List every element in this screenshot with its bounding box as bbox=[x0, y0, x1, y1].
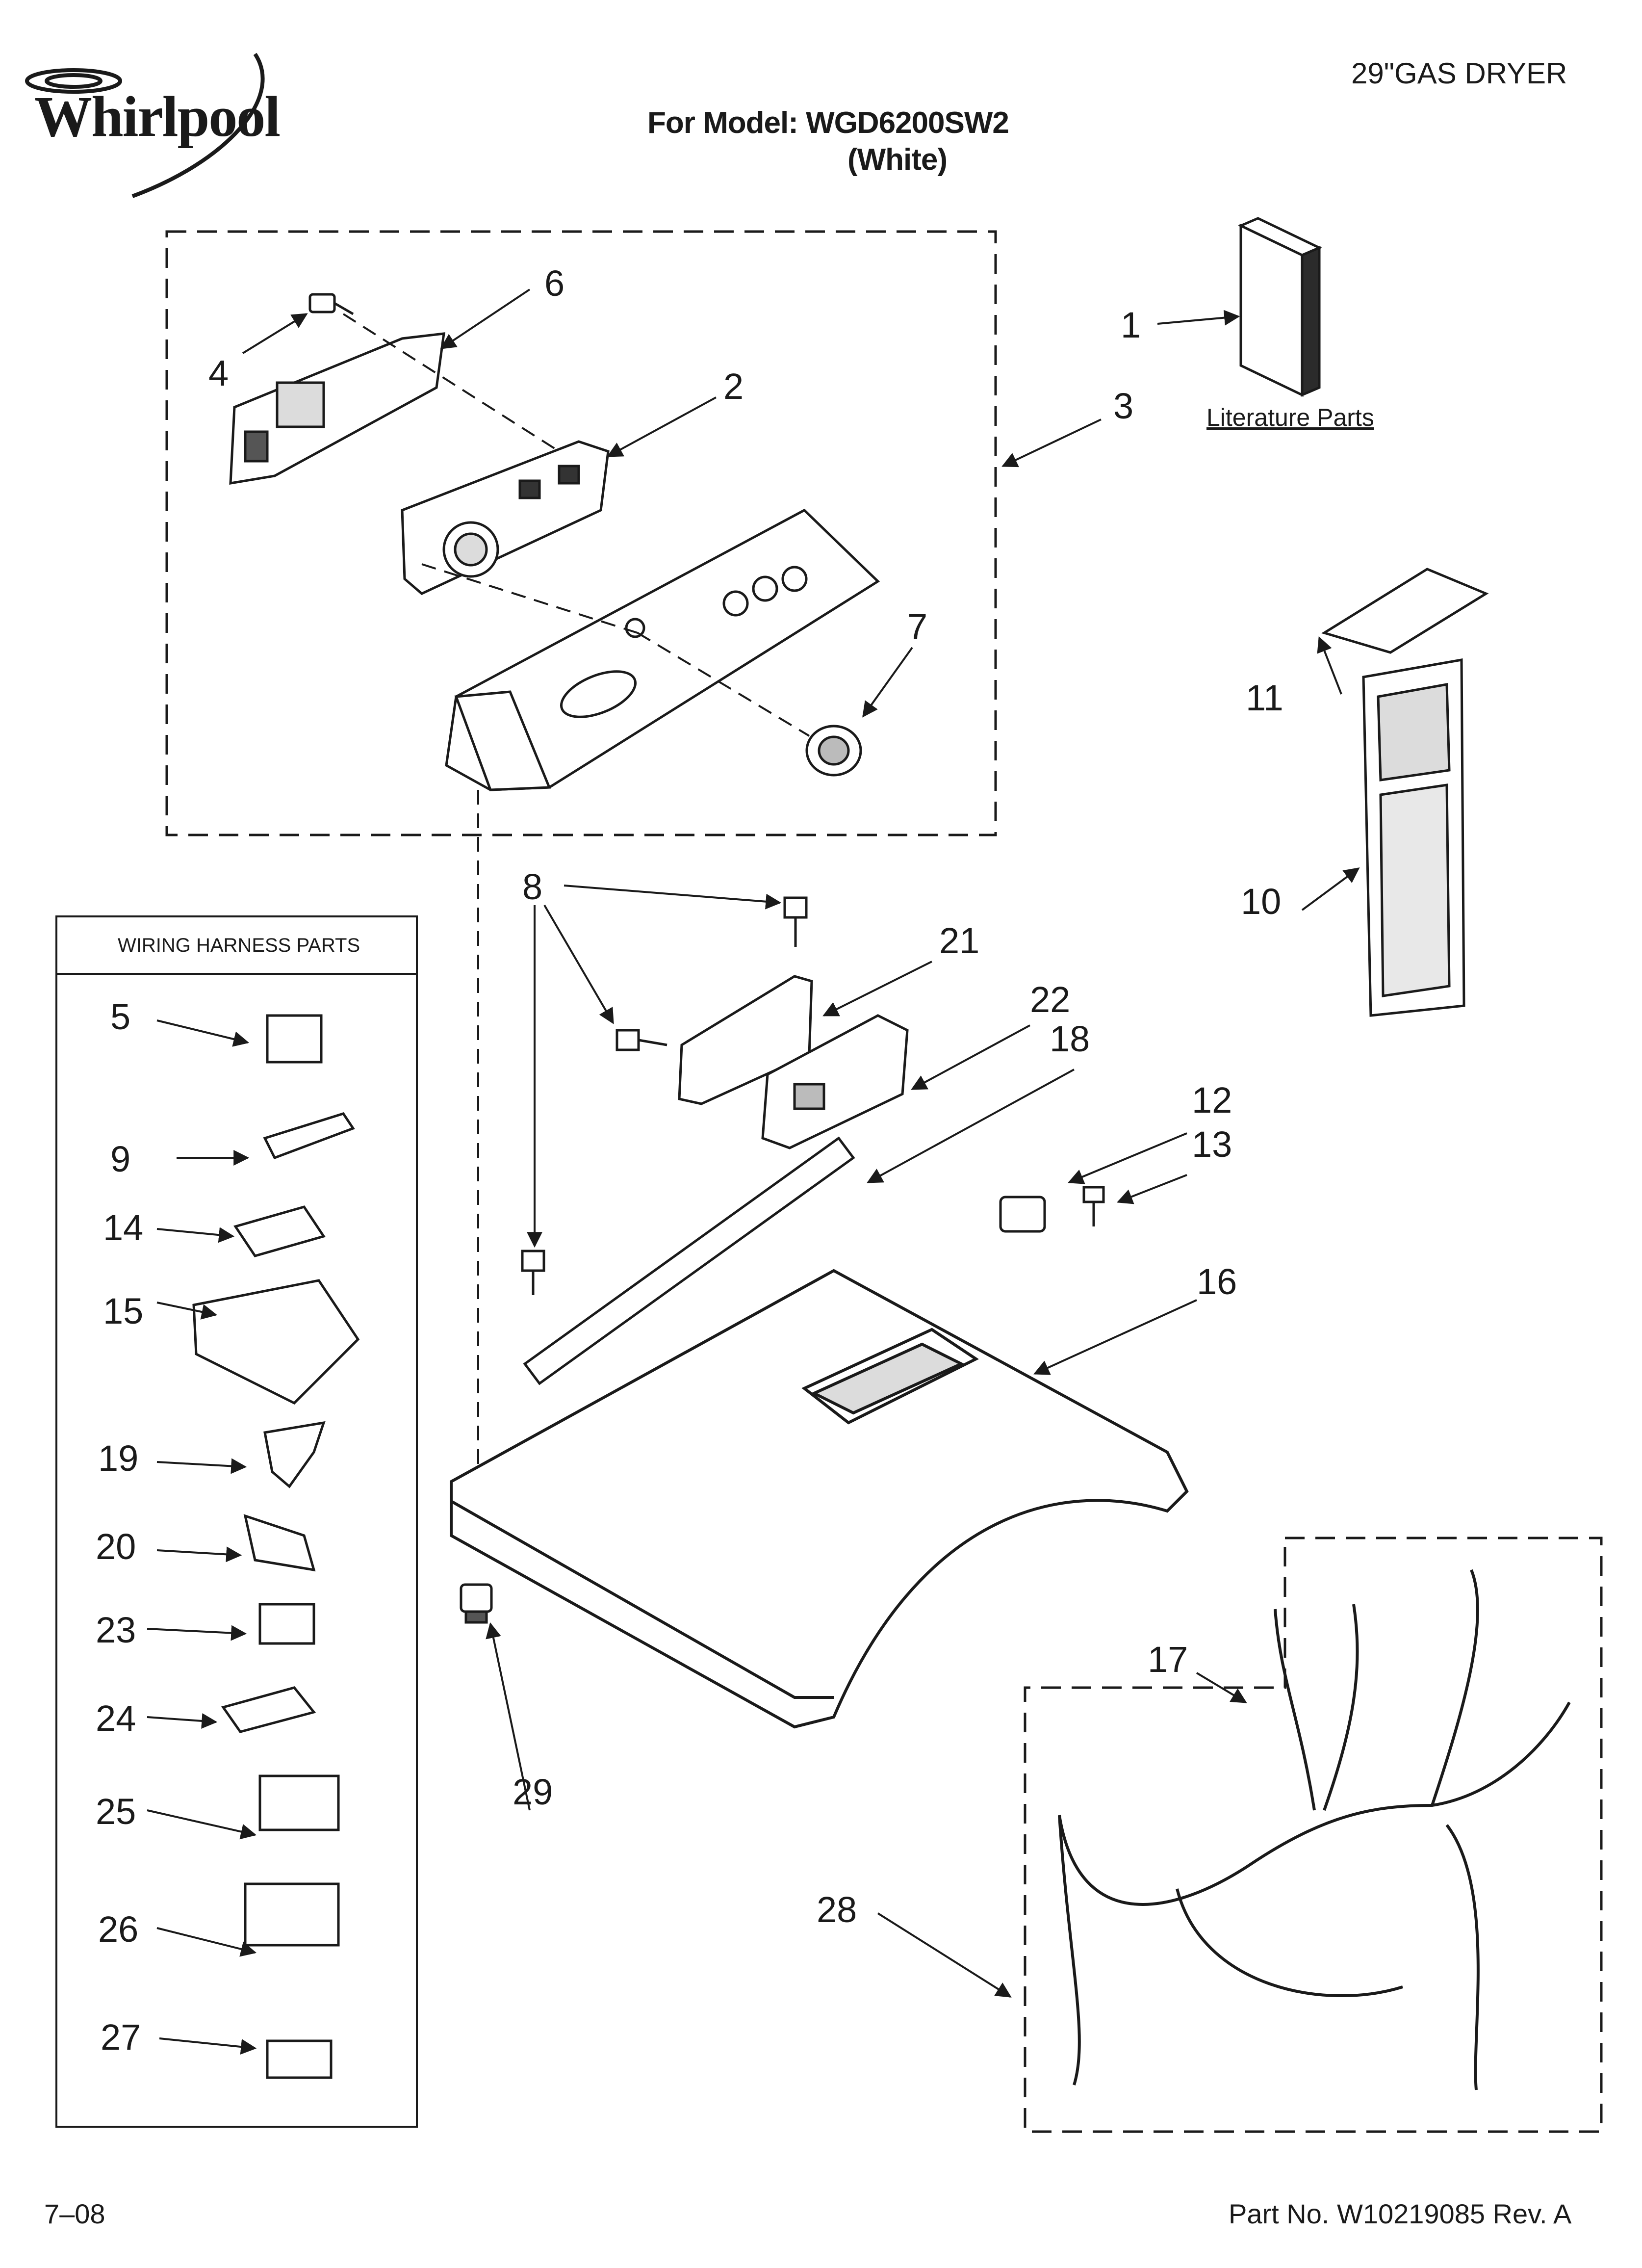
callout-17: 17 bbox=[1148, 1639, 1188, 1680]
callout-3: 3 bbox=[1113, 386, 1134, 426]
callout-18: 18 bbox=[1050, 1018, 1090, 1059]
harness-connector-icons bbox=[192, 1014, 360, 2079]
callout-1: 1 bbox=[1121, 305, 1141, 345]
callout-26: 26 bbox=[98, 1909, 139, 1950]
electronic-control-board bbox=[401, 440, 610, 595]
callout-11: 11 bbox=[1246, 678, 1283, 718]
callout-2: 2 bbox=[723, 366, 744, 407]
model-color: (White) bbox=[847, 143, 948, 177]
callout-10: 10 bbox=[1241, 881, 1282, 922]
callout-23: 23 bbox=[96, 1610, 136, 1650]
callout-9: 9 bbox=[110, 1139, 131, 1179]
callout-8: 8 bbox=[522, 866, 543, 907]
harness-dashed-box bbox=[1024, 1537, 1603, 2133]
lint-screen-assembly bbox=[1321, 568, 1489, 1017]
literature-booklet bbox=[1237, 217, 1323, 397]
screw-part-4 bbox=[308, 293, 354, 315]
callout-24: 24 bbox=[96, 1698, 136, 1739]
callout-leader-arrows bbox=[147, 288, 1360, 2055]
callout-12: 12 bbox=[1192, 1080, 1232, 1121]
callout-5: 5 bbox=[110, 996, 131, 1037]
callout-21: 21 bbox=[939, 920, 980, 961]
console-mounting-bracket bbox=[229, 332, 445, 485]
literature-parts-label: Literature Parts bbox=[1206, 404, 1374, 431]
callout-16: 16 bbox=[1197, 1261, 1237, 1302]
hinge-and-screw bbox=[999, 1186, 1105, 1233]
callout-29: 29 bbox=[513, 1772, 553, 1812]
callout-14: 14 bbox=[103, 1207, 144, 1248]
callout-25: 25 bbox=[96, 1791, 136, 1832]
callout-28: 28 bbox=[817, 1889, 857, 1930]
callout-13: 13 bbox=[1192, 1124, 1232, 1165]
console-assembly-dashed-box bbox=[165, 230, 997, 836]
callout-6: 6 bbox=[544, 263, 565, 304]
brand-logo-text: Whirlpool bbox=[34, 84, 281, 149]
dryer-top-panel bbox=[450, 1269, 1189, 1729]
callout-15: 15 bbox=[103, 1291, 144, 1331]
callout-27: 27 bbox=[101, 2017, 141, 2058]
model-number: For Model: WGD6200SW2 bbox=[647, 106, 1009, 140]
callout-20: 20 bbox=[96, 1526, 136, 1567]
callout-7: 7 bbox=[907, 606, 928, 647]
product-title: 29"GAS DRYER bbox=[1351, 57, 1567, 90]
harness-parts-box bbox=[55, 915, 418, 2128]
wiring-harness bbox=[1058, 1569, 1571, 2090]
callout-19: 19 bbox=[98, 1438, 139, 1479]
callout-22: 22 bbox=[1030, 979, 1071, 1020]
console-panel bbox=[445, 508, 880, 791]
bracket-and-board bbox=[523, 975, 909, 1385]
whirlpool-logo-swirl bbox=[25, 52, 265, 198]
leveling-foot bbox=[460, 1583, 493, 1624]
screws-part-8 bbox=[521, 896, 808, 1295]
revision-date: 7–08 bbox=[44, 2198, 105, 2229]
console-alignment-lines bbox=[342, 313, 810, 1472]
harness-box-title: WIRING HARNESS PARTS bbox=[118, 935, 360, 956]
part-number: Part No. W10219085 Rev. A bbox=[1229, 2198, 1572, 2229]
control-knob bbox=[805, 725, 862, 777]
callout-4: 4 bbox=[208, 353, 229, 393]
